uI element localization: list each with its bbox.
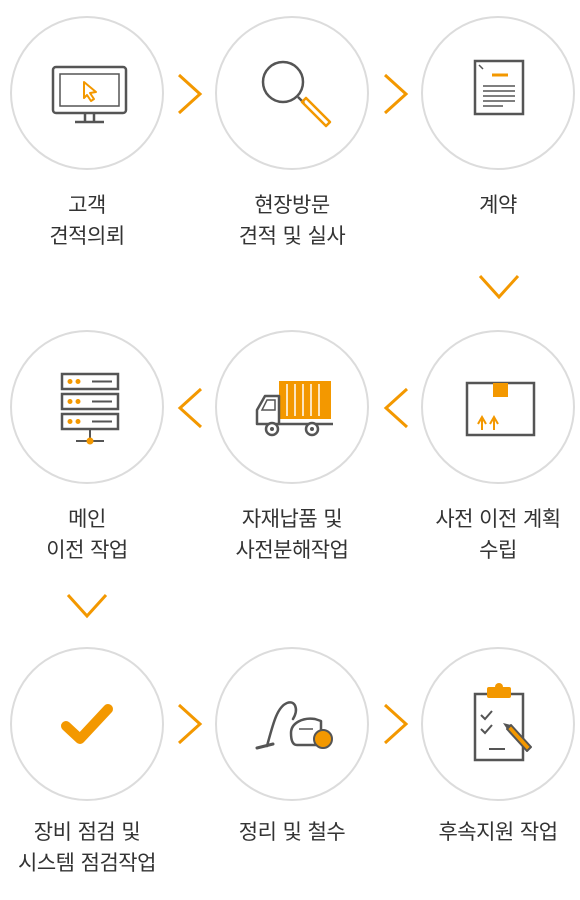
monitor-cursor-icon <box>51 65 128 124</box>
step-circle <box>421 647 575 801</box>
arrow-right-icon <box>176 72 204 116</box>
check-icon <box>61 704 113 744</box>
arrow-right-icon <box>176 702 204 746</box>
vacuum-icon <box>255 701 333 750</box>
clipboard-icon <box>473 683 532 762</box>
step-label: 계약 <box>479 193 517 217</box>
arrow-down-icon <box>477 273 521 301</box>
step-label: 장비 점검 및 시스템 점검작업 <box>18 820 156 875</box>
arrow-down-icon <box>65 592 109 620</box>
arrow-left-icon <box>176 386 204 430</box>
step-circle <box>421 16 575 170</box>
step-label: 사전 이전 계획 수립 <box>435 507 561 562</box>
step-circle <box>215 16 369 170</box>
step-label: 후속지원 작업 <box>438 820 558 844</box>
document-icon <box>473 59 525 116</box>
arrow-right-icon <box>382 702 410 746</box>
step-circle <box>421 330 575 484</box>
step-label: 정리 및 철수 <box>238 820 346 844</box>
server-icon <box>60 372 120 445</box>
magnifier-icon <box>261 60 332 128</box>
step-circle <box>10 647 164 801</box>
step-label: 고객 견적의뢰 <box>49 193 125 248</box>
step-circle <box>215 330 369 484</box>
step-circle <box>215 647 369 801</box>
step-label: 현장방문 견적 및 실사 <box>238 193 346 248</box>
box-icon <box>465 381 536 437</box>
step-label: 메인 이전 작업 <box>46 507 128 562</box>
step-circle <box>10 330 164 484</box>
truck-icon <box>255 381 333 437</box>
step-label: 자재납품 및 사전분해작업 <box>235 507 349 562</box>
step-circle <box>10 16 164 170</box>
arrow-right-icon <box>382 72 410 116</box>
arrow-left-icon <box>382 386 410 430</box>
